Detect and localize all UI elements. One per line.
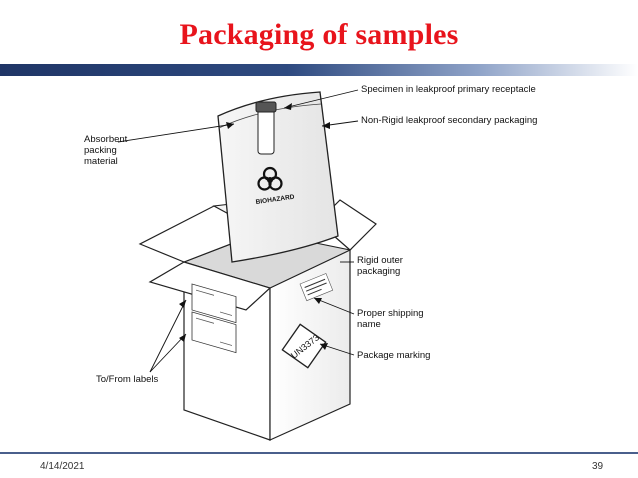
callout-to-from-labels: To/From labels [96,374,159,385]
un3373-marking: UN3373 [281,323,327,369]
callout-rigid-outer-packaging: Rigid outer packaging [357,255,403,277]
primary-tube-cap [255,101,277,113]
packaging-diagram: BIOHAZARD UN3373 [117,89,377,441]
callout-arrowheads [179,103,330,350]
callout-proper-shipping-name: Proper shipping name [357,308,424,330]
shipping-name-label [299,273,334,302]
footer-rule [0,452,638,454]
biohazard-symbol [257,166,283,191]
callout-absorbent-material: Absorbent packing material [84,134,128,167]
to-label [191,283,237,324]
slide-title: Packaging of samples [179,18,459,51]
primary-tube [257,107,275,155]
footer-page-number: 39 [592,461,604,472]
callout-secondary-packaging: Non-Rigid leakproof secondary packaging [361,115,538,126]
footer-date: 4/14/2021 [40,461,85,472]
box-flap-front [148,261,272,311]
from-label [191,311,237,354]
callout-specimen: Specimen in leakproof primary receptacle [361,84,536,95]
title-gradient-bar [0,64,638,76]
callout-package-marking: Package marking [357,350,431,361]
